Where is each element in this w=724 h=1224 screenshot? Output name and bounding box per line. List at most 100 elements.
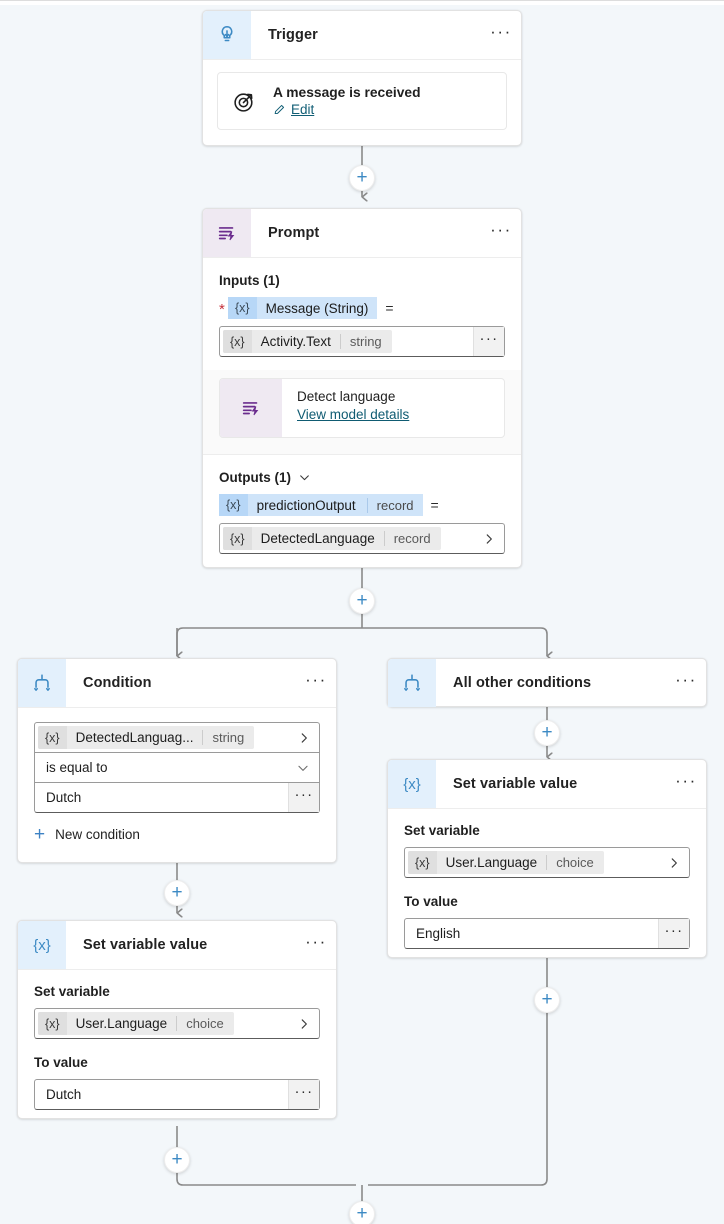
view-model-details-link[interactable]: View model details (297, 407, 410, 422)
equals-sign: = (385, 300, 394, 316)
new-condition-button[interactable]: + New condition (34, 823, 320, 845)
trigger-edit-link[interactable]: Edit (291, 102, 315, 117)
chevron-right-icon[interactable] (474, 532, 504, 546)
set-variable-right-menu-button[interactable]: ··· (675, 770, 697, 790)
set-variable-right-title: Set variable value (453, 776, 578, 792)
window-top-divider (0, 0, 724, 1)
prompt-title: Prompt (268, 225, 320, 241)
trigger-edit-row[interactable]: Edit (273, 102, 421, 117)
chevron-right-icon[interactable] (289, 1017, 319, 1031)
chevron-down-icon[interactable] (287, 761, 319, 775)
condition-expression-stack: {x} DetectedLanguag... string is equal t… (34, 722, 320, 813)
set-variable-left-value-menu-button[interactable]: ··· (288, 1080, 319, 1109)
condition-left-operand-token: {x} DetectedLanguag... string (38, 726, 255, 749)
trigger-header[interactable]: Trigger ··· (203, 11, 521, 60)
set-variable-right-label: Set variable (404, 823, 480, 838)
prompt-outputs-header[interactable]: Outputs (1) (219, 470, 505, 485)
variable-icon: {x} (18, 921, 66, 969)
add-after-set-variable-left-button[interactable]: + (164, 1147, 190, 1173)
chevron-right-icon[interactable] (659, 856, 689, 870)
node-prompt[interactable]: Prompt ··· Inputs (1) * {x} Message (Str… (202, 208, 522, 568)
set-variable-left-title: Set variable value (83, 937, 208, 953)
condition-right-operand-field[interactable]: Dutch ··· (34, 782, 320, 813)
new-condition-label: New condition (55, 827, 140, 842)
set-variable-left-menu-button[interactable]: ··· (305, 931, 327, 951)
prompt-menu-button[interactable]: ··· (490, 219, 512, 239)
required-indicator: * (219, 301, 225, 318)
node-all-other-conditions[interactable]: All other conditions ··· (387, 658, 707, 707)
set-variable-left-header[interactable]: {x} Set variable value ··· (18, 921, 336, 970)
set-variable-left-body: Set variable {x} User.Language choice To… (18, 970, 336, 1126)
all-other-conditions-menu-button[interactable]: ··· (675, 669, 697, 689)
set-variable-left-label: Set variable (34, 984, 110, 999)
variable-token-icon: {x} (223, 330, 252, 353)
variable-token-icon: {x} (38, 1012, 67, 1035)
prompt-input-value-type: string (339, 334, 392, 349)
set-variable-left-variable-type: choice (176, 1016, 234, 1031)
prompt-inputs-label: Inputs (1) (219, 273, 280, 288)
chevron-right-icon[interactable] (289, 731, 319, 745)
set-variable-right-value-menu-button[interactable]: ··· (658, 919, 689, 948)
variable-token-icon: {x} (38, 726, 67, 749)
flow-canvas[interactable]: Trigger ··· A message is received (0, 5, 724, 1224)
prompt-input-param-chip[interactable]: {x} Message (String) (228, 297, 378, 319)
prompt-input-param-row: * {x} Message (String) = (219, 297, 505, 319)
set-variable-right-value-field[interactable]: English ··· (404, 918, 690, 949)
condition-operator-value: is equal to (46, 760, 108, 775)
all-other-conditions-title: All other conditions (453, 675, 592, 691)
prompt-output-param-row: {x} predictionOutput record = (219, 494, 505, 516)
add-after-trigger-button[interactable]: + (349, 165, 375, 191)
prompt-outputs-section: Outputs (1) {x} predictionOutput record … (203, 455, 521, 567)
variable-token-icon: {x} (223, 527, 252, 550)
trigger-title: Trigger (268, 27, 318, 43)
add-after-condition-button[interactable]: + (164, 880, 190, 906)
add-after-set-variable-right-button[interactable]: + (534, 987, 560, 1013)
trigger-body: A message is received Edit (203, 60, 521, 144)
chevron-down-icon[interactable] (298, 471, 311, 484)
set-variable-left-variable-token: {x} User.Language choice (38, 1012, 234, 1035)
condition-menu-button[interactable]: ··· (305, 669, 327, 689)
node-condition[interactable]: Condition ··· {x} DetectedLanguag... str… (17, 658, 337, 863)
condition-left-operand-field[interactable]: {x} DetectedLanguag... string (34, 722, 320, 753)
prompt-input-value-menu-button[interactable]: ··· (473, 327, 504, 356)
condition-header[interactable]: Condition ··· (18, 659, 336, 708)
condition-right-operand-menu-button[interactable]: ··· (288, 783, 319, 812)
prompt-output-param-chip[interactable]: {x} predictionOutput record (219, 494, 423, 516)
variable-icon: {x} (388, 760, 436, 808)
prompt-inputs-section: Inputs (1) * {x} Message (String) = {x} … (203, 258, 521, 370)
set-variable-right-value-text: English (416, 926, 461, 941)
node-set-variable-value-left[interactable]: {x} Set variable value ··· Set variable … (17, 920, 337, 1119)
set-variable-right-header[interactable]: {x} Set variable value ··· (388, 760, 706, 809)
prompt-output-value-field[interactable]: {x} DetectedLanguage record (219, 523, 505, 554)
node-set-variable-value-right[interactable]: {x} Set variable value ··· Set variable … (387, 759, 707, 958)
trigger-menu-button[interactable]: ··· (490, 21, 512, 41)
prompt-output-value-type: record (383, 531, 441, 546)
branch-icon (18, 659, 66, 707)
condition-right-operand-value: Dutch (46, 790, 82, 805)
prompt-outputs-label: Outputs (1) (219, 470, 291, 485)
set-variable-right-variable-name: User.Language (445, 855, 538, 870)
set-variable-left-variable-field[interactable]: {x} User.Language choice (34, 1008, 320, 1039)
node-trigger[interactable]: Trigger ··· A message is received (202, 10, 522, 146)
add-after-prompt-button[interactable]: + (349, 588, 375, 614)
set-variable-right-variable-field[interactable]: {x} User.Language choice (404, 847, 690, 878)
pencil-icon (273, 103, 286, 116)
condition-operator-dropdown[interactable]: is equal to (34, 752, 320, 783)
set-variable-left-value-text: Dutch (46, 1087, 82, 1102)
add-at-flow-end-button[interactable]: + (349, 1201, 375, 1224)
add-after-all-other-conditions-button[interactable]: + (534, 720, 560, 746)
variable-token-icon: {x} (408, 851, 437, 874)
set-variable-left-to-value-label: To value (34, 1055, 88, 1070)
prompt-header[interactable]: Prompt ··· (203, 209, 521, 258)
prompt-input-value-field[interactable]: {x} Activity.Text string ··· (219, 326, 505, 357)
prompt-input-param-name: Message (String) (265, 300, 369, 316)
trigger-event-card[interactable]: A message is received Edit (217, 72, 507, 130)
prompt-output-value-token: {x} DetectedLanguage record (223, 527, 441, 550)
prompt-output-value-name: DetectedLanguage (260, 531, 375, 546)
trigger-bulb-icon (203, 11, 251, 59)
prompt-model-card[interactable]: Detect language View model details (219, 378, 505, 438)
plus-icon: + (34, 823, 46, 845)
set-variable-right-variable-type: choice (546, 855, 604, 870)
all-other-conditions-header[interactable]: All other conditions ··· (388, 659, 706, 707)
set-variable-left-value-field[interactable]: Dutch ··· (34, 1079, 320, 1110)
